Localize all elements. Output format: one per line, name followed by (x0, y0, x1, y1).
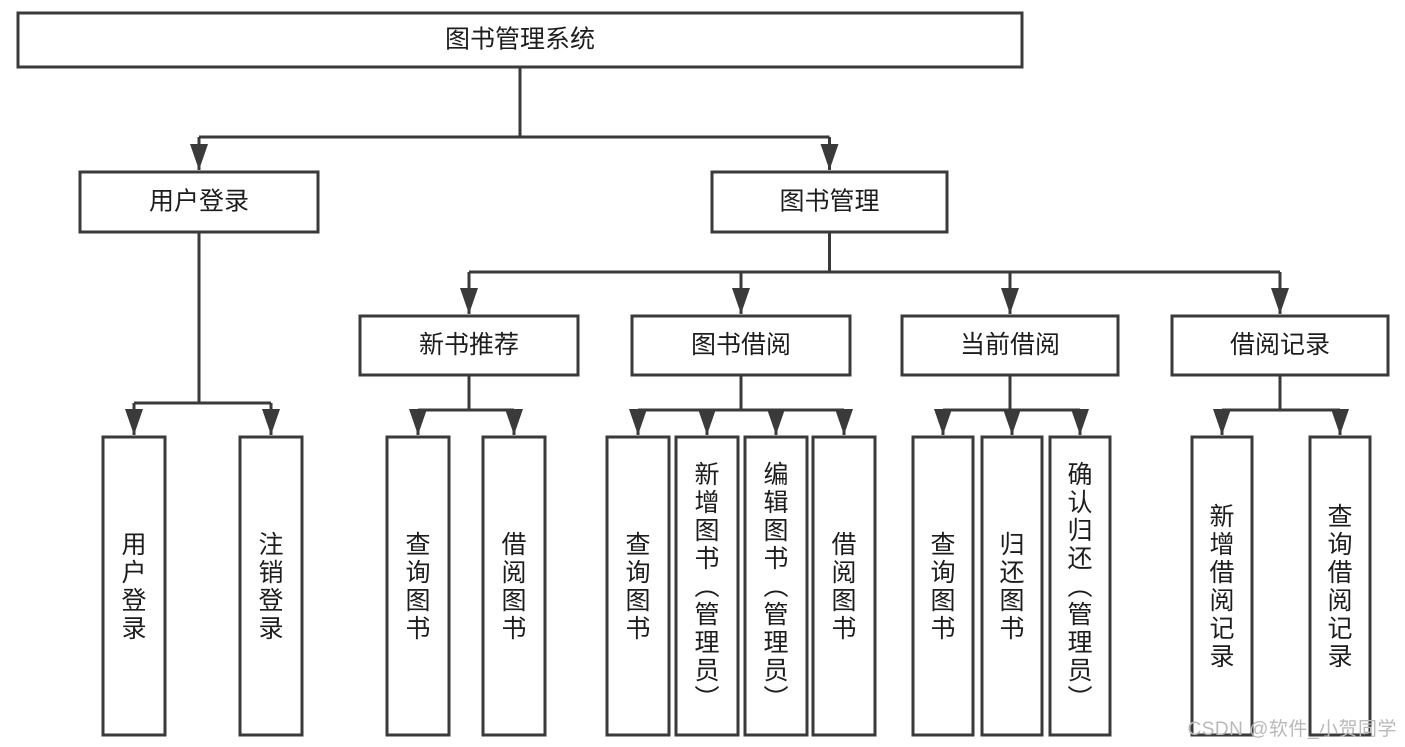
node-leaf-edit-book-admin[interactable]: 编辑图书︵管理员︶ (743, 435, 809, 737)
node-box-book-management (710, 170, 949, 234)
node-borrow-record[interactable]: 借阅记录 (1170, 314, 1390, 377)
node-box-book-borrow (630, 314, 852, 377)
node-leaf-confirm-return-admin[interactable]: 确认归还︵管理员︶ (1048, 435, 1112, 737)
node-book-borrow[interactable]: 图书借阅 (630, 314, 852, 377)
node-box-leaf-logout-login (238, 435, 304, 737)
node-label-borrow-record: 借阅记录 (1230, 331, 1330, 359)
node-label-user-login: 用户登录 (149, 188, 249, 216)
node-box-user-login (78, 170, 320, 234)
node-box-leaf-add-book-admin (674, 435, 740, 737)
node-label-book-management: 图书管理 (779, 188, 879, 216)
node-leaf-return-book[interactable]: 归还图书 (980, 435, 1044, 737)
node-current-borrow[interactable]: 当前借阅 (900, 314, 1120, 377)
node-user-login[interactable]: 用户登录 (78, 170, 320, 234)
node-box-leaf-query-book-current (911, 435, 975, 737)
node-label-leaf-query-book-recommend: 查询图书 (405, 531, 430, 643)
node-label-leaf-query-borrow-record: 查询借阅记录 (1327, 503, 1352, 671)
node-leaf-query-book-recommend[interactable]: 查询图书 (385, 435, 451, 737)
node-box-current-borrow (900, 314, 1120, 377)
node-box-leaf-add-borrow-record (1190, 435, 1254, 737)
node-box-leaf-borrow-book-recommend (481, 435, 547, 737)
connector-lines (125, 67, 1349, 435)
node-box-root (16, 11, 1024, 69)
node-box-new-book-recommend (358, 314, 580, 377)
node-book-management[interactable]: 图书管理 (710, 170, 949, 234)
node-label-leaf-borrow-book: 借阅图书 (831, 531, 856, 643)
node-label-leaf-add-book-admin: 新增图书︵管理员︶ (694, 461, 719, 713)
node-box-leaf-user-login (101, 435, 167, 737)
node-box-leaf-borrow-book (811, 435, 877, 737)
node-new-book-recommend[interactable]: 新书推荐 (358, 314, 580, 377)
node-label-leaf-query-book-borrow: 查询图书 (625, 531, 650, 643)
node-label-leaf-borrow-book-recommend: 借阅图书 (501, 531, 526, 643)
node-leaf-user-login[interactable]: 用户登录 (101, 435, 167, 737)
node-label-leaf-query-book-current: 查询图书 (930, 531, 955, 643)
node-boxes: 图书管理系统用户登录图书管理新书推荐图书借阅当前借阅借阅记录用户登录注销登录查询… (16, 11, 1390, 737)
node-label-current-borrow: 当前借阅 (960, 331, 1060, 359)
node-leaf-borrow-book-recommend[interactable]: 借阅图书 (481, 435, 547, 737)
node-box-leaf-return-book (980, 435, 1044, 737)
node-label-leaf-logout-login: 注销登录 (258, 531, 283, 643)
node-box-leaf-query-book-recommend (385, 435, 451, 737)
node-label-new-book-recommend: 新书推荐 (419, 331, 519, 359)
node-box-borrow-record (1170, 314, 1390, 377)
node-leaf-query-book-borrow[interactable]: 查询图书 (605, 435, 671, 737)
node-leaf-add-borrow-record[interactable]: 新增借阅记录 (1190, 435, 1254, 737)
node-root[interactable]: 图书管理系统 (16, 11, 1024, 69)
node-label-leaf-user-login: 用户登录 (121, 531, 146, 643)
node-label-leaf-confirm-return-admin: 确认归还︵管理员︶ (1067, 461, 1092, 713)
node-leaf-logout-login[interactable]: 注销登录 (238, 435, 304, 737)
node-label-book-borrow: 图书借阅 (691, 331, 791, 359)
node-label-leaf-return-book: 归还图书 (999, 531, 1024, 643)
node-leaf-query-book-current[interactable]: 查询图书 (911, 435, 975, 737)
node-leaf-query-borrow-record[interactable]: 查询借阅记录 (1308, 435, 1372, 737)
node-label-leaf-add-borrow-record: 新增借阅记录 (1209, 503, 1234, 671)
node-box-leaf-edit-book-admin (743, 435, 809, 737)
node-box-leaf-query-borrow-record (1308, 435, 1372, 737)
node-box-leaf-confirm-return-admin (1048, 435, 1112, 737)
node-label-leaf-edit-book-admin: 编辑图书︵管理员︶ (763, 461, 788, 713)
node-leaf-add-book-admin[interactable]: 新增图书︵管理员︶ (674, 435, 740, 737)
node-leaf-borrow-book[interactable]: 借阅图书 (811, 435, 877, 737)
node-box-leaf-query-book-borrow (605, 435, 671, 737)
node-label-root: 图书管理系统 (445, 26, 595, 54)
